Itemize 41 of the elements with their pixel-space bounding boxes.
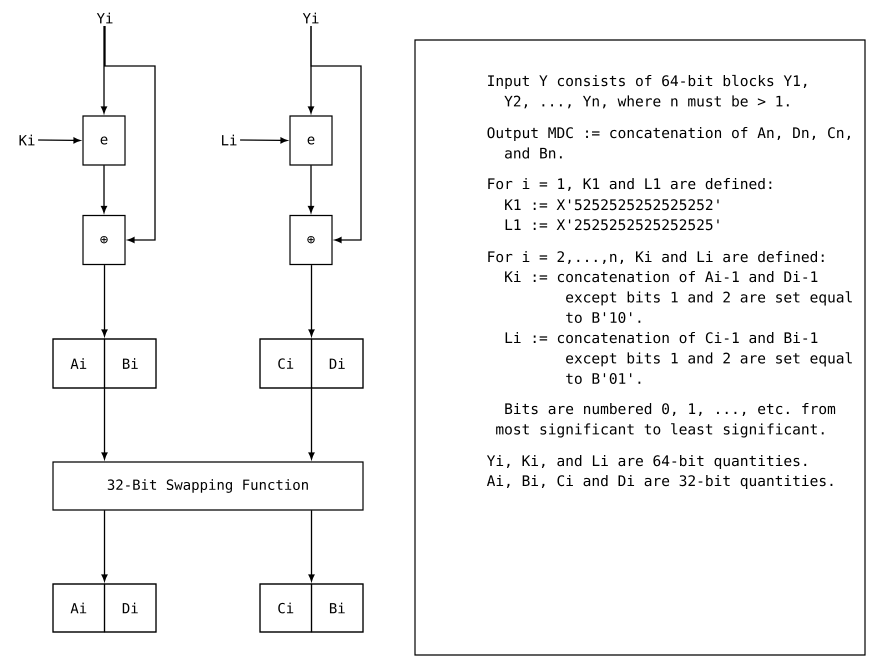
arrow: [308, 265, 314, 336]
signal-label: Li: [222, 134, 236, 146]
register-cell: Bi: [310, 583, 364, 633]
arrow: [101, 166, 107, 213]
note-text: Li := concatenation of Ci-1 and Bi-1 except bits 1 and 2 are set equal to B'01'.: [506, 332, 852, 384]
note-text: Yi, Ki, and Li are 64-bit quantities.: [486, 454, 806, 470]
arrow: [310, 26, 362, 243]
register-cell: Ci: [259, 338, 312, 389]
signal-label: Ki: [20, 134, 34, 146]
arrow: [101, 26, 107, 114]
swap-box: 32-Bit Swapping Function: [52, 461, 364, 511]
note-text: Ai, Bi, Ci and Di are 32-bit quantities.: [486, 474, 832, 490]
arrow: [102, 510, 108, 582]
note-text: For i = 1, K1 and L1 are defined:: [488, 178, 772, 192]
arrow: [38, 137, 80, 144]
arrow: [104, 26, 156, 243]
note-text: Input Y consists of 64-bit blocks Y1, Y2, ..., Yn, where n must be > 1.: [488, 74, 806, 108]
signal-label: Yi: [302, 12, 318, 24]
arrow: [308, 510, 314, 582]
register-cell: Ci: [259, 583, 312, 633]
arrow: [308, 166, 314, 213]
process-box: e: [289, 115, 333, 166]
note-text: K1 := X'5252525252525252': [505, 199, 719, 210]
xor-box: ⊕: [82, 214, 126, 266]
note-text: L1 := X'2525252525252525': [506, 219, 719, 230]
arrow: [308, 388, 314, 460]
note-text: For i = 2,...,n, Ki and Li are defined:: [488, 250, 824, 264]
register-cell: Ai: [52, 338, 106, 389]
arrow: [102, 388, 108, 460]
register-cell: Di: [310, 338, 364, 389]
xor-box: ⊕: [289, 214, 333, 266]
signal-label: Yi: [96, 12, 112, 24]
note-text: Bits are numbered 0, 1, ..., etc. from most significant to least significant.: [496, 402, 836, 438]
note-text: Ki := concatenation of Ai-1 and Di-1 except bits 1 and 2 are set equal to B'10'.: [505, 270, 852, 323]
register-cell: Ai: [52, 583, 106, 633]
process-box: e: [82, 115, 126, 166]
register-cell: Bi: [104, 338, 157, 389]
arrow: [102, 265, 108, 336]
arrow: [240, 137, 288, 144]
note-text: Output MDC := concatenation of An, Dn, Cn, and Bn.: [487, 126, 850, 159]
register-cell: Di: [104, 583, 157, 633]
